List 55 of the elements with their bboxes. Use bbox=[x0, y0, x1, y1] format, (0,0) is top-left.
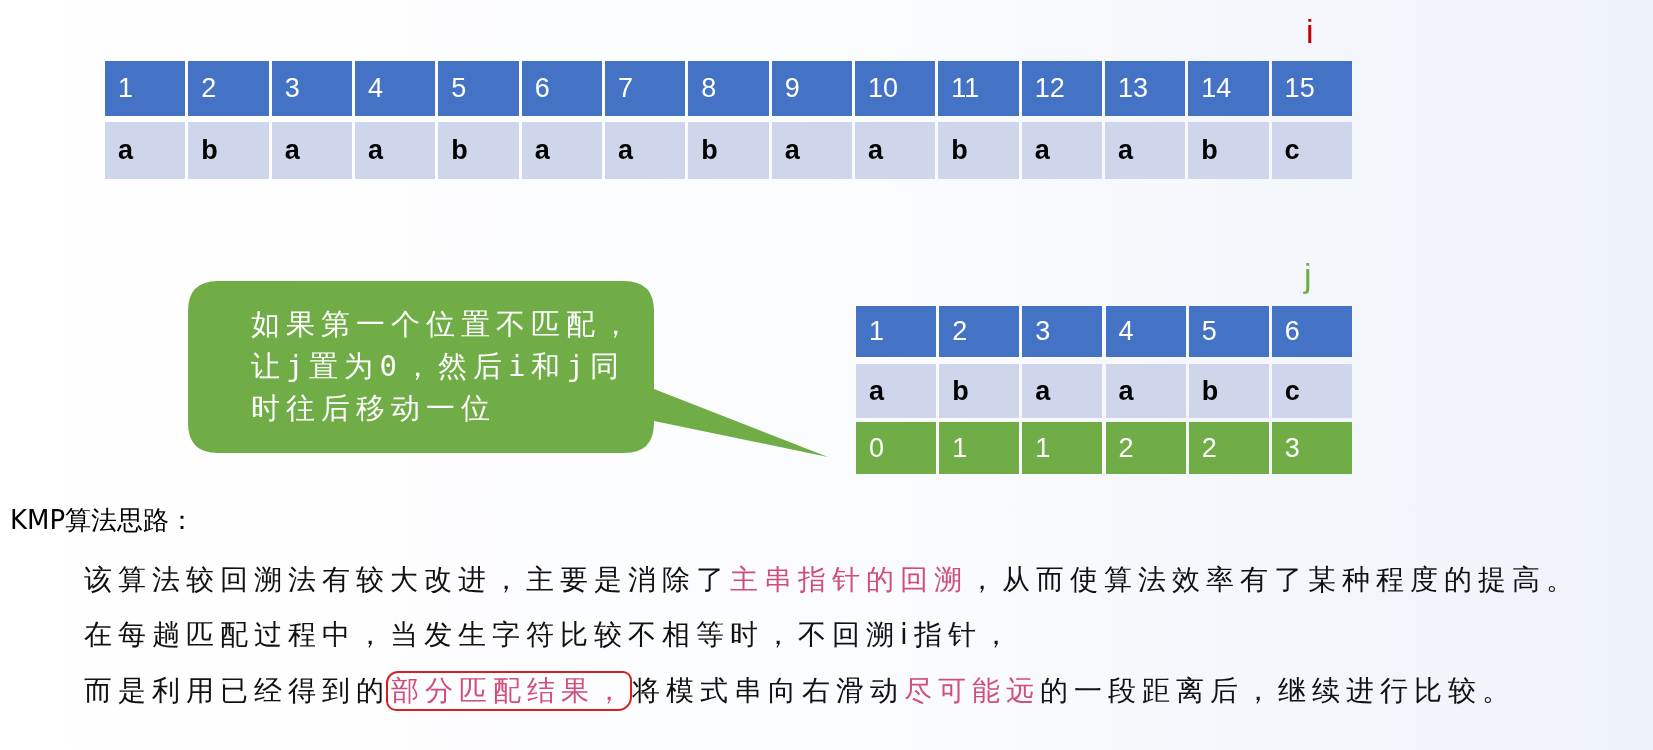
next-value-cell: 2 bbox=[1188, 422, 1269, 474]
next-value-cell: 1 bbox=[939, 422, 1020, 474]
index-cell: 14 bbox=[1188, 61, 1269, 116]
index-cell: 12 bbox=[1021, 61, 1102, 116]
index-cell: 3 bbox=[1022, 306, 1103, 357]
char-cell: a bbox=[771, 122, 852, 179]
next-value-cell: 1 bbox=[1022, 422, 1103, 474]
char-cell: c bbox=[1271, 122, 1352, 179]
index-cell: 5 bbox=[1188, 306, 1269, 357]
index-cell: 13 bbox=[1104, 61, 1186, 116]
index-cell: 7 bbox=[604, 61, 686, 116]
index-cell: 1 bbox=[105, 61, 186, 116]
index-cell: 6 bbox=[1271, 306, 1352, 357]
index-cell: 10 bbox=[854, 61, 936, 116]
char-cell: a bbox=[521, 122, 602, 179]
char-cell: a bbox=[271, 122, 352, 179]
char-cell: b bbox=[188, 122, 269, 179]
char-cell: b bbox=[688, 122, 769, 179]
index-cell: 9 bbox=[771, 61, 852, 116]
pointer-label: j bbox=[1304, 258, 1312, 292]
pointer-label: i bbox=[1306, 14, 1314, 48]
heading-text: KMP算法思路： bbox=[10, 504, 196, 537]
char-cell: c bbox=[1271, 364, 1352, 418]
index-cell: 2 bbox=[939, 306, 1020, 357]
next-value-cell: 3 bbox=[1271, 422, 1352, 474]
char-cell: a bbox=[1104, 122, 1186, 179]
index-cell: 11 bbox=[938, 61, 1019, 116]
char-cell: b bbox=[1188, 364, 1269, 418]
char-cell: a bbox=[355, 122, 436, 179]
char-cell: a bbox=[604, 122, 686, 179]
next-value-cell: 0 bbox=[856, 422, 937, 474]
callout-text: 如果第一个位置不匹配，让j置为0，然后i和j同时往后移动一位 bbox=[251, 306, 637, 427]
next-value-cell: 2 bbox=[1105, 422, 1186, 474]
index-cell: 2 bbox=[188, 61, 269, 116]
paragraph-text: 该算法较回溯法有较大改进，主要是消除了主串指针的回溯，从而使算法效率有了某种程度的提高。 bbox=[84, 562, 1580, 598]
index-cell: 15 bbox=[1271, 61, 1352, 116]
paragraph-text: 而是利用已经得到的部分匹配结果，将模式串向右滑动尽可能远的一段距离后，继续进行比较。 bbox=[84, 671, 1516, 711]
char-cell: b bbox=[1188, 122, 1269, 179]
char-cell: a bbox=[1021, 122, 1102, 179]
char-cell: b bbox=[938, 122, 1019, 179]
paragraph-text: 在每趟匹配过程中，当发生字符比较不相等时，不回溯i指针， bbox=[84, 617, 1016, 653]
char-cell: a bbox=[854, 122, 936, 179]
index-cell: 4 bbox=[1105, 306, 1186, 357]
index-cell: 6 bbox=[521, 61, 602, 116]
index-cell: 5 bbox=[438, 61, 519, 116]
char-cell: b bbox=[438, 122, 519, 179]
char-cell: a bbox=[1022, 364, 1103, 418]
index-cell: 4 bbox=[355, 61, 436, 116]
index-cell: 1 bbox=[856, 306, 937, 357]
index-cell: 3 bbox=[271, 61, 352, 116]
char-cell: a bbox=[1105, 364, 1186, 418]
char-cell: a bbox=[856, 364, 937, 418]
char-cell: a bbox=[105, 122, 186, 179]
index-cell: 8 bbox=[688, 61, 769, 116]
char-cell: b bbox=[939, 364, 1020, 418]
